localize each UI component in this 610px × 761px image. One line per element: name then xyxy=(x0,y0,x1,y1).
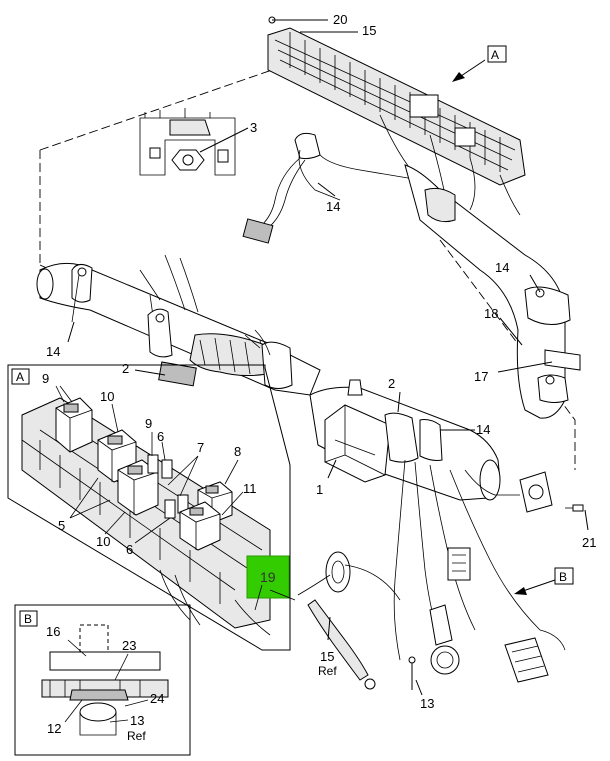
callout-9-inset-b: 9 xyxy=(145,416,152,431)
callout-2-left: 2 xyxy=(122,361,129,376)
leader-1 xyxy=(327,459,337,479)
callout-1: 1 xyxy=(316,482,323,497)
relay-11 xyxy=(179,501,221,551)
callout-2-right: 2 xyxy=(388,376,395,391)
round-connector xyxy=(429,604,460,675)
callout-14-top: 14 xyxy=(326,199,340,214)
callout-15-top: 15 xyxy=(362,23,376,38)
leader-13 xyxy=(415,679,423,696)
callout-13-inset-ref: Ref xyxy=(127,729,146,743)
relay-10-bottom xyxy=(117,459,159,516)
callout-19: 19 xyxy=(260,569,276,585)
callout-24: 24 xyxy=(150,691,164,706)
nut-bracket-detail xyxy=(139,108,249,176)
upper-right-elbow xyxy=(404,164,581,419)
callout-9-inset-a: 9 xyxy=(42,371,49,386)
callout-10-inset-a: 10 xyxy=(100,389,114,404)
callout-23: 23 xyxy=(122,638,136,653)
multi-pin-connector xyxy=(504,629,566,683)
callout-7: 7 xyxy=(197,440,204,455)
relay-9-top xyxy=(55,397,93,453)
callout-labels: 20 15 A 3 14 14 18 17 14 2 2 14 1 21 B 1… xyxy=(16,12,596,743)
callout-11: 11 xyxy=(243,481,257,496)
fuse-block-connector xyxy=(267,27,526,216)
clip-and-pigtail-14 xyxy=(242,132,421,244)
callout-13-inset: 13 xyxy=(130,713,144,728)
callout-12: 12 xyxy=(47,721,61,736)
main-harness-tube xyxy=(36,254,321,396)
screw-20 xyxy=(268,16,328,24)
callout-15-ref: 15 xyxy=(320,649,334,664)
callout-8: 8 xyxy=(234,444,241,459)
callout-6-inset-a: 6 xyxy=(157,429,164,444)
callout-15-ref-suffix: Ref xyxy=(318,664,337,678)
callout-16: 16 xyxy=(46,624,60,639)
view-label-A-top: A xyxy=(491,48,499,62)
callout-21: 21 xyxy=(582,535,596,550)
view-label-A-inset: A xyxy=(16,370,24,384)
leader-2-left xyxy=(134,369,166,376)
grommet-cable-15 xyxy=(297,551,401,690)
view-B-indicator xyxy=(514,567,574,595)
part-19-wire xyxy=(254,584,296,611)
inset-B xyxy=(14,604,191,756)
leader-2-right xyxy=(397,391,401,413)
callout-14-right: 14 xyxy=(495,260,509,275)
bulkhead-connector xyxy=(519,471,584,513)
callout-14-mid: 14 xyxy=(476,422,490,437)
callout-14-left: 14 xyxy=(46,344,60,359)
callout-3: 3 xyxy=(250,120,257,135)
view-label-B: B xyxy=(559,570,567,584)
callout-17: 17 xyxy=(474,369,488,384)
highlighted-part-19[interactable] xyxy=(246,555,290,599)
callout-5: 5 xyxy=(58,518,65,533)
callout-10-inset-b: 10 xyxy=(96,534,110,549)
callout-20: 20 xyxy=(333,12,347,27)
view-A-indicator-top xyxy=(452,45,507,82)
callout-6-inset-b: 6 xyxy=(126,542,133,557)
right-harness-tube xyxy=(309,379,584,690)
small-relays-6-7 xyxy=(147,454,189,519)
callout-13-main: 13 xyxy=(420,696,434,711)
callout-18: 18 xyxy=(484,306,498,321)
view-label-B-inset: B xyxy=(24,612,32,626)
leader-21 xyxy=(584,509,589,531)
inset-A xyxy=(7,364,291,651)
